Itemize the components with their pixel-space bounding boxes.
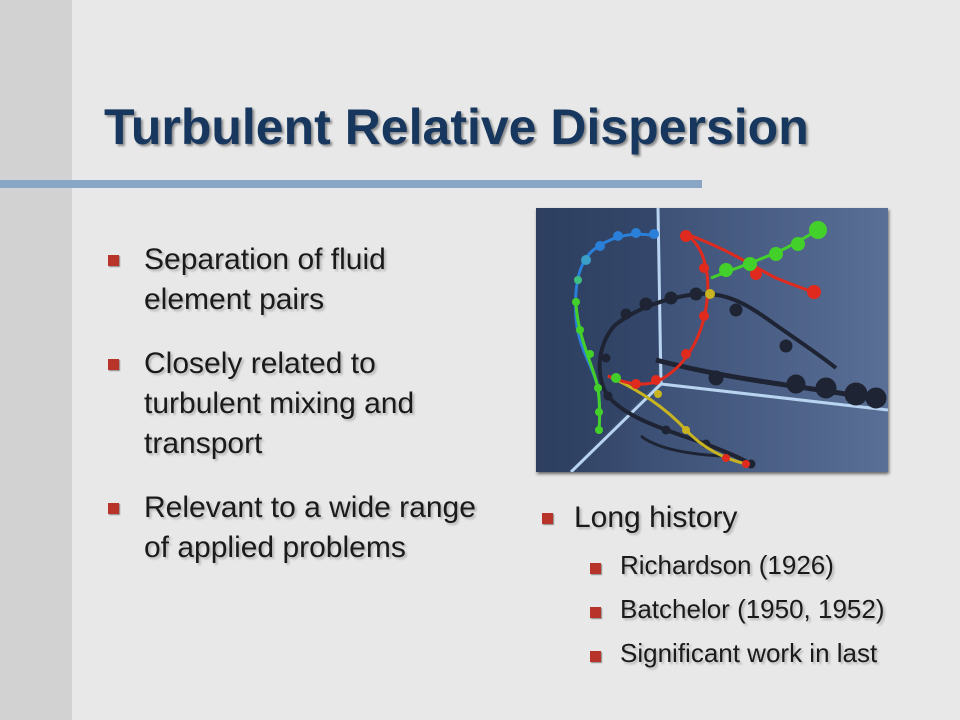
square-bullet-icon (590, 651, 601, 662)
square-bullet-icon (590, 607, 601, 618)
back-wall (536, 208, 658, 472)
sub-bullet-item: Significant work in last (588, 636, 920, 670)
axis-lines (569, 208, 888, 472)
bullet-text: Relevant to a wide range of applied prob… (144, 491, 476, 564)
sub-bullet-text: Significant work in last (620, 638, 878, 668)
sub-bullet-item: Batchelor (1950, 1952) (588, 592, 920, 626)
sub-bullet-text: Richardson (1926) (620, 550, 834, 580)
sub-bullet-item: Richardson (1926) (588, 548, 920, 582)
shadow-trajectories (597, 287, 887, 469)
left-bullet-list: Separation of fluid element pairs Closel… (106, 240, 496, 592)
bullet-item: Relevant to a wide range of applied prob… (106, 488, 496, 568)
bullet-text: Separation of fluid element pairs (144, 243, 386, 316)
square-bullet-icon (542, 513, 553, 524)
bullet-item: Closely related to turbulent mixing and … (106, 344, 496, 464)
bullet-text: Closely related to turbulent mixing and … (144, 347, 415, 460)
title-divider (0, 180, 702, 188)
bullet-item: Separation of fluid element pairs (106, 240, 496, 320)
square-bullet-icon (108, 255, 119, 266)
sub-bullet-list: Richardson (1926) Batchelor (1950, 1952)… (588, 548, 950, 670)
particle-trajectory-3d-image (536, 208, 888, 472)
slide-title: Turbulent Relative Dispersion (104, 99, 809, 155)
right-bullet-list: Long history Richardson (1926) Batchelor… (540, 498, 950, 680)
sub-bullet-text: Batchelor (1950, 1952) (620, 594, 885, 624)
square-bullet-icon (108, 359, 119, 370)
particle-trajectory-figure (536, 208, 888, 472)
bullet-text: Long history (574, 501, 738, 534)
square-bullet-icon (108, 503, 119, 514)
bullet-item: Long history Richardson (1926) Batchelor… (540, 498, 950, 670)
square-bullet-icon (590, 563, 601, 574)
trajectory-beads (572, 221, 827, 468)
left-band (0, 0, 72, 720)
